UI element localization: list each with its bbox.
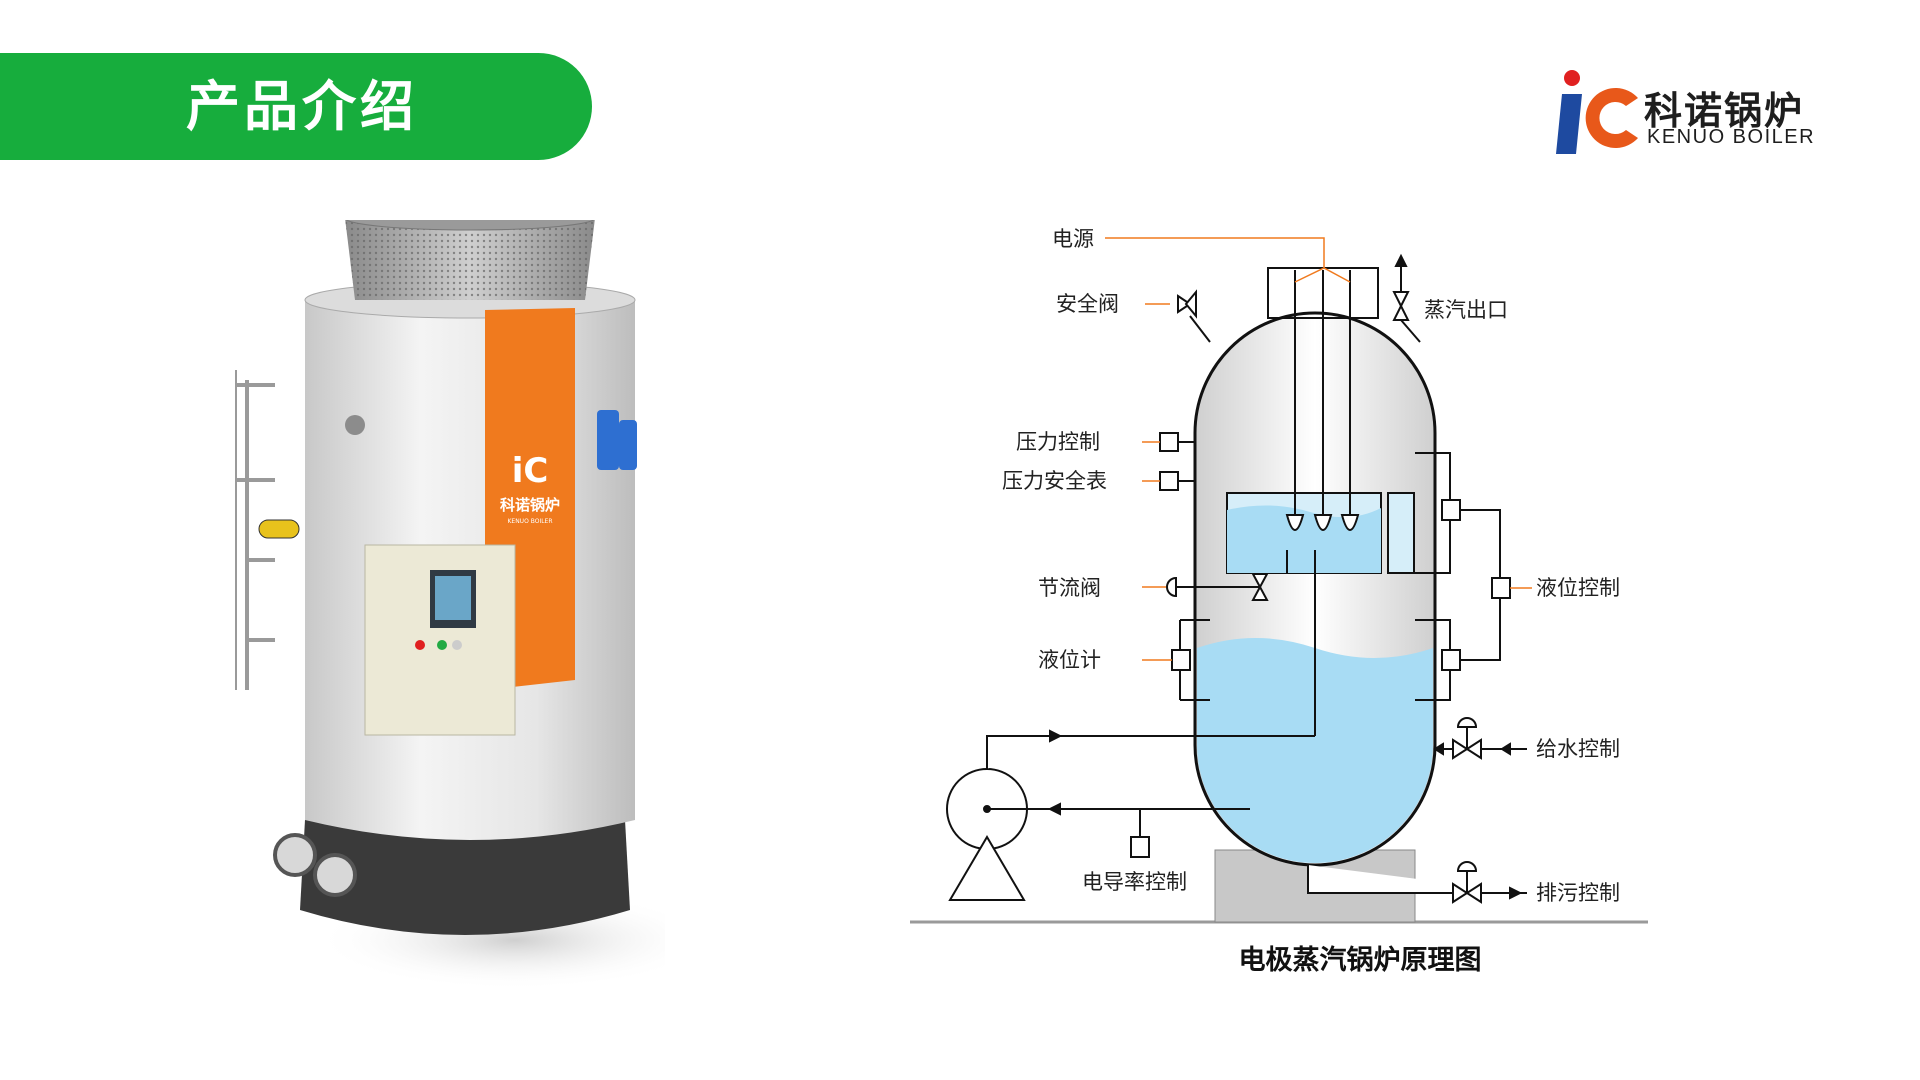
steam-outlet-valve-icon [1392, 253, 1421, 343]
label-safety-valve: 安全阀 [1056, 292, 1119, 316]
electrode-boiler-diagram: 电源 安全阀 蒸汽出口 压力控制 压力安全表 节流阀 液位计 液位控制 给水控制… [910, 227, 1648, 924]
svg-text:iC: iC [512, 451, 549, 491]
logo-text-en: KENUO BOILER [1647, 126, 1816, 148]
label-blowdown-control: 排污控制 [1536, 881, 1620, 905]
power-leader [1105, 237, 1325, 268]
label-power: 电源 [1052, 227, 1094, 251]
throttle-valve-icon [1166, 550, 1288, 601]
water-body [1197, 638, 1433, 863]
label-pressure-gauge: 压力安全表 [1002, 469, 1107, 493]
level-control-icon [1415, 452, 1511, 701]
pressure-control-icon [1159, 432, 1179, 452]
page-title: 产品介绍 [186, 75, 418, 138]
label-conductivity-control: 电导率控制 [1082, 870, 1187, 894]
pressure-gauge-icon [1159, 471, 1179, 491]
product-brand-en: KENUO BOILER [507, 518, 552, 525]
pump-icon [946, 550, 1316, 901]
kc-logo-mark-icon [1556, 70, 1638, 154]
section-banner: 产品介绍 [0, 53, 592, 160]
safety-valve-icon [1177, 289, 1211, 343]
company-logo: 科诺锅炉 KENUO BOILER [1548, 64, 1828, 160]
label-level-gauge: 液位计 [1038, 648, 1101, 672]
label-throttle-valve: 节流阀 [1038, 576, 1101, 600]
boiler-product-image: iC 科诺锅炉 KENUO BOILER [235, 220, 665, 990]
feed-control-valve-icon [1433, 717, 1527, 760]
level-gauge-icon [1171, 619, 1210, 701]
label-feed-control: 给水控制 [1536, 737, 1620, 761]
logo-text-cn: 科诺锅炉 [1644, 89, 1805, 133]
product-brand-cn: 科诺锅炉 [500, 496, 560, 514]
label-steam-outlet: 蒸汽出口 [1424, 298, 1508, 322]
label-pressure-control: 压力控制 [1016, 430, 1100, 454]
label-level-control: 液位控制 [1536, 576, 1620, 600]
diagram-caption: 电极蒸汽锅炉原理图 [1238, 945, 1482, 976]
blowdown-control-valve-icon [1307, 861, 1527, 904]
conductivity-control-icon [1130, 809, 1150, 858]
